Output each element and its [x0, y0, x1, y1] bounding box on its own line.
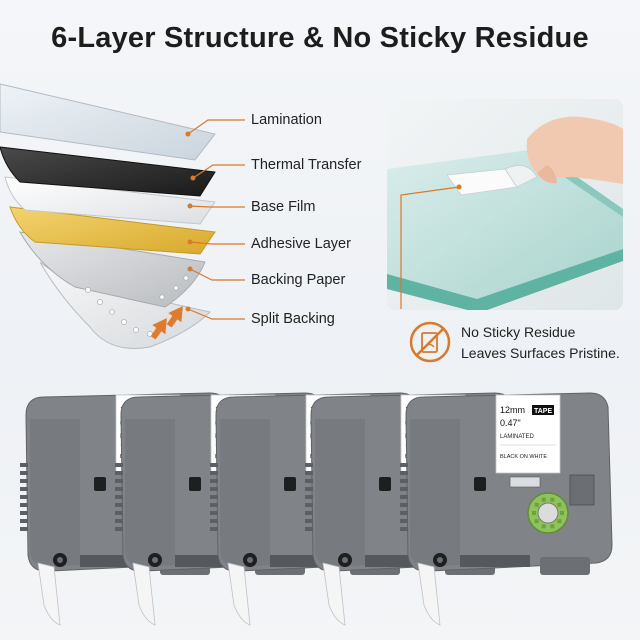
adhesive-layer	[9, 206, 216, 255]
layer-label-base-film: Base Film	[251, 199, 316, 215]
tape-exit	[132, 562, 156, 626]
no-sticky-icon	[409, 321, 451, 363]
leader-dots	[185, 131, 196, 312]
layer-label-backing-paper: Backing Paper	[251, 272, 346, 288]
tape-exit	[37, 562, 61, 626]
claim-leaves-surfaces-pristine: Leaves Surfaces Pristine.	[461, 345, 620, 361]
glass-surface-photo	[387, 99, 623, 310]
leader-lines	[187, 119, 245, 320]
page-title: 6-Layer Structure & No Sticky Residue	[51, 22, 589, 54]
tape-badge-text: TAPE	[534, 408, 552, 415]
tape-exit	[322, 562, 346, 626]
hand	[526, 116, 623, 184]
tape-exit	[227, 562, 251, 626]
cassette-color: BLACK ON WHITE	[500, 454, 547, 460]
arrow-up-icon	[150, 306, 183, 340]
tape-exit	[417, 562, 441, 626]
layer-label-lamination: Lamination	[251, 112, 322, 128]
claim-no-sticky-residue: No Sticky Residue	[461, 324, 576, 340]
tape-cassette: 12mm 0.47" TAPE LAMINATED BLACK ON WHITE	[400, 392, 613, 626]
cassette-laminated: LAMINATED	[500, 434, 535, 440]
base-film-layer	[4, 176, 216, 225]
layer-structure-diagram	[0, 83, 245, 349]
cassette-width-in: 0.47"	[500, 418, 521, 428]
layer-label-split-backing: Split Backing	[251, 311, 335, 327]
tape-cassettes-row: 12mm 0.47" TAPE LAMINATED BLACK ON WHITE12mm…	[20, 392, 613, 626]
thermal-transfer-layer	[0, 146, 216, 197]
layer-label-thermal-transfer: Thermal Transfer	[251, 157, 362, 173]
lamination-layer	[0, 83, 216, 161]
cassette-width-mm: 12mm	[500, 405, 525, 415]
tape-badge	[532, 405, 554, 415]
perforation-holes	[85, 275, 189, 337]
layer-label-adhesive: Adhesive Layer	[251, 236, 351, 252]
